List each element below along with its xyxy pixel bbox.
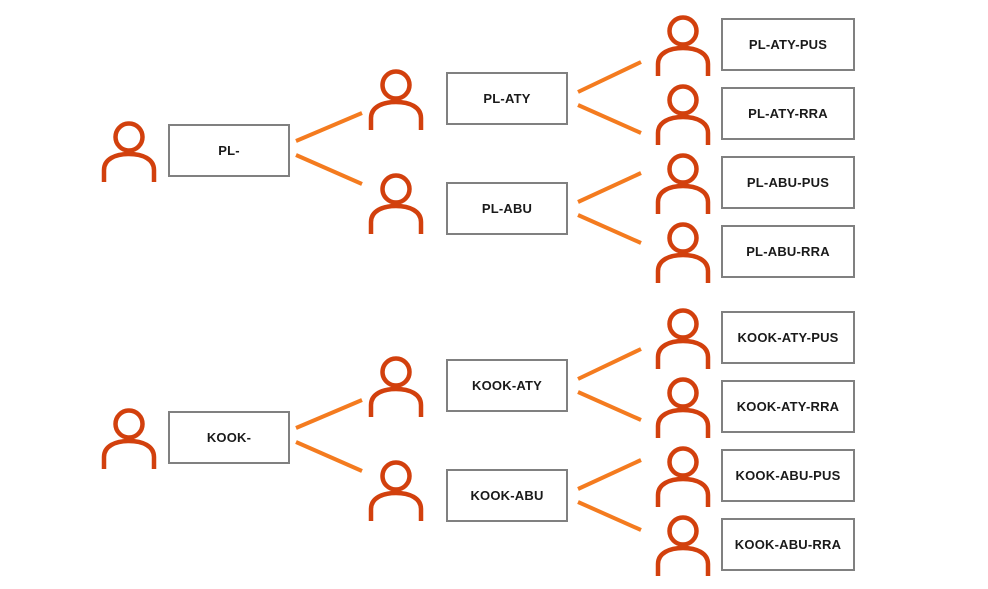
person-icon-pl-aty-rra [655, 83, 711, 150]
node-pl-aty-pus[interactable]: PL-ATY-PUS [721, 18, 855, 71]
connector-line [295, 111, 363, 143]
node-label: KOOK-ATY [472, 378, 542, 393]
node-label: KOOK-ABU-PUS [735, 468, 841, 483]
person-icon-pl-aty-pus [655, 14, 711, 81]
node-label: PL-ATY-PUS [748, 37, 828, 52]
node-kook-abu[interactable]: KOOK-ABU [446, 469, 568, 522]
connector-line [577, 500, 642, 532]
node-kook-aty-pus[interactable]: KOOK-ATY-PUS [721, 311, 855, 364]
node-label: KOOK-ABU [470, 488, 544, 503]
connector-line [577, 60, 642, 94]
connector-line [577, 458, 642, 491]
node-label: PL- [218, 143, 240, 158]
node-kook[interactable]: KOOK- [168, 411, 290, 464]
person-icon-kook-abu-pus [655, 445, 711, 512]
person-icon-kook-abu [368, 459, 424, 526]
node-kook-abu-pus[interactable]: KOOK-ABU-PUS [721, 449, 855, 502]
node-pl[interactable]: PL- [168, 124, 290, 177]
person-icon-kook-abu-rra [655, 514, 711, 581]
person-icon-pl-abu-rra [655, 221, 711, 288]
person-icon-pl [101, 120, 157, 187]
connector-line [577, 103, 642, 135]
node-pl-abu[interactable]: PL-ABU [446, 182, 568, 235]
node-pl-aty-rra[interactable]: PL-ATY-RRA [721, 87, 855, 140]
connector-line [577, 171, 642, 204]
connector-line [577, 347, 642, 381]
node-kook-aty[interactable]: KOOK-ATY [446, 359, 568, 412]
node-label: PL-ABU-PUS [746, 175, 830, 190]
node-label: PL-ATY [483, 91, 531, 106]
connector-line [295, 153, 363, 186]
node-pl-aty[interactable]: PL-ATY [446, 72, 568, 125]
connector-line [295, 398, 363, 430]
node-label: PL-ABU-RRA [746, 244, 830, 259]
node-pl-abu-pus[interactable]: PL-ABU-PUS [721, 156, 855, 209]
node-label: PL-ATY-RRA [748, 106, 828, 121]
node-label: KOOK-ABU-RRA [734, 537, 842, 552]
node-pl-abu-rra[interactable]: PL-ABU-RRA [721, 225, 855, 278]
connector-line [577, 390, 642, 422]
node-kook-aty-rra[interactable]: KOOK-ATY-RRA [721, 380, 855, 433]
node-label: KOOK-ATY-PUS [737, 330, 839, 345]
person-icon-pl-aty [368, 68, 424, 135]
person-icon-kook-aty-pus [655, 307, 711, 374]
connector-line [577, 213, 642, 245]
person-icon-kook-aty [368, 355, 424, 422]
node-label: PL-ABU [481, 201, 533, 216]
person-icon-pl-abu [368, 172, 424, 239]
node-label: KOOK-ATY-RRA [736, 399, 840, 414]
person-icon-kook-aty-rra [655, 376, 711, 443]
node-label: KOOK- [206, 430, 252, 445]
node-kook-abu-rra[interactable]: KOOK-ABU-RRA [721, 518, 855, 571]
connector-line [295, 440, 363, 473]
person-icon-kook [101, 407, 157, 474]
person-icon-pl-abu-pus [655, 152, 711, 219]
